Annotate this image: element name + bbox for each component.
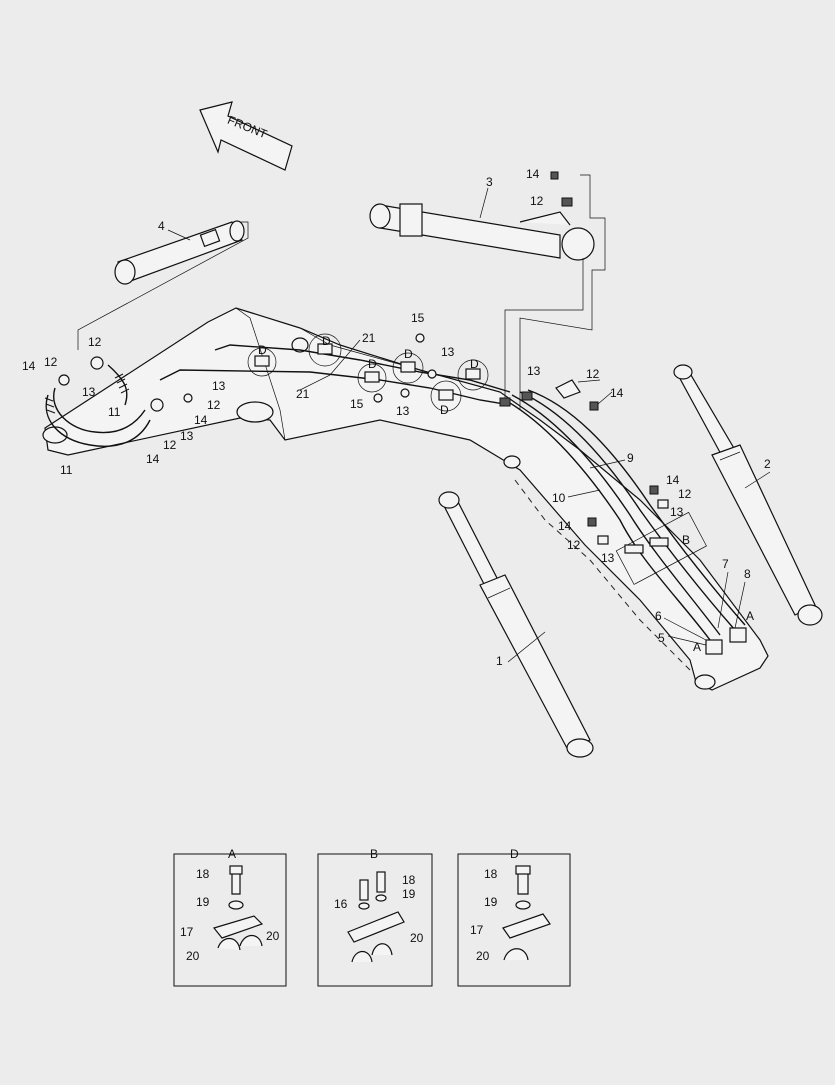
callout-14: 14 [22, 359, 36, 373]
detail-b [317, 853, 433, 987]
leader-lines [167, 187, 771, 663]
callout-13: 13 [396, 404, 410, 418]
clamp-circles [247, 333, 489, 412]
clamp-b [587, 401, 707, 585]
callout-A: A [746, 609, 754, 623]
callout-21: 21 [362, 331, 376, 345]
callout-D: D [470, 357, 479, 371]
callout-14: 14 [194, 413, 208, 427]
callout-14: 14 [610, 386, 624, 400]
detail-a-title: A [228, 847, 236, 861]
callout-D: D [440, 403, 449, 417]
callout-8: 8 [744, 567, 751, 581]
callout-5: 5 [658, 631, 665, 645]
detail-d-label-17: 17 [470, 923, 484, 937]
detail-a-label-20: 20 [186, 949, 200, 963]
callout-13: 13 [212, 379, 226, 393]
detail-d-title: D [510, 847, 519, 861]
detail-a-label-18: 18 [196, 867, 210, 881]
callout-21: 21 [296, 387, 310, 401]
callout-1: 1 [496, 654, 503, 668]
detail-d-label-19: 19 [484, 895, 498, 909]
callout-12: 12 [88, 335, 102, 349]
callout-12: 12 [530, 194, 544, 208]
callout-12: 12 [586, 367, 600, 381]
callout-12: 12 [44, 355, 58, 369]
hose-11 [44, 356, 193, 447]
cylinder-3 [369, 171, 606, 410]
detail-b-label-19: 19 [402, 887, 416, 901]
front-arrow: FRONT [199, 101, 293, 171]
callout-13: 13 [601, 551, 615, 565]
callout-14: 14 [526, 167, 540, 181]
callout-D: D [322, 334, 331, 348]
callout-13: 13 [441, 345, 455, 359]
tubes-21 [159, 344, 747, 655]
callout-14: 14 [666, 473, 680, 487]
detail-d [457, 853, 571, 987]
detail-b-label-18: 18 [402, 873, 416, 887]
boom [42, 307, 769, 691]
detail-d-label-18: 18 [484, 867, 498, 881]
cylinder-1 [438, 491, 594, 758]
callout-13: 13 [180, 429, 194, 443]
callout-7: 7 [722, 557, 729, 571]
detail-b-label-16: 16 [334, 897, 348, 911]
callout-14: 14 [558, 519, 572, 533]
callout-10: 10 [552, 491, 566, 505]
callout-D: D [368, 357, 377, 371]
callouts: 1 2 3 4 5 6 7 8 9 10 11 11 12 12 12 12 1… [22, 167, 771, 668]
callout-12: 12 [678, 487, 692, 501]
detail-a-label-17: 17 [180, 925, 194, 939]
callout-B: B [682, 533, 690, 547]
detail-labels: A 18 19 17 20 20 B 18 19 16 20 D 18 19 1… [180, 847, 519, 963]
cylinder-4 [77, 220, 249, 350]
detail-d-label-20: 20 [476, 949, 490, 963]
callout-6: 6 [655, 609, 662, 623]
callout-D: D [404, 347, 413, 361]
callout-4: 4 [158, 219, 165, 233]
callout-A: A [693, 640, 701, 654]
callout-12: 12 [163, 438, 177, 452]
callout-3: 3 [486, 175, 493, 189]
callout-12: 12 [207, 398, 221, 412]
callout-12: 12 [567, 538, 581, 552]
callout-14: 14 [146, 452, 160, 466]
callout-D: D [258, 343, 267, 357]
callout-11: 11 [60, 463, 73, 477]
callout-13: 13 [527, 364, 541, 378]
cylinder-2 [673, 364, 823, 626]
detail-a [173, 853, 287, 987]
callout-13: 13 [82, 385, 96, 399]
callout-15: 15 [350, 397, 364, 411]
detail-a-label-19: 19 [196, 895, 210, 909]
detail-b-title: B [370, 847, 378, 861]
callout-9: 9 [627, 451, 634, 465]
detail-b-label-20: 20 [410, 931, 424, 945]
callout-13: 13 [670, 505, 684, 519]
callout-15: 15 [411, 311, 425, 325]
callout-2: 2 [764, 457, 771, 471]
detail-a-label-20: 20 [266, 929, 280, 943]
callout-11: 11 [108, 405, 121, 419]
